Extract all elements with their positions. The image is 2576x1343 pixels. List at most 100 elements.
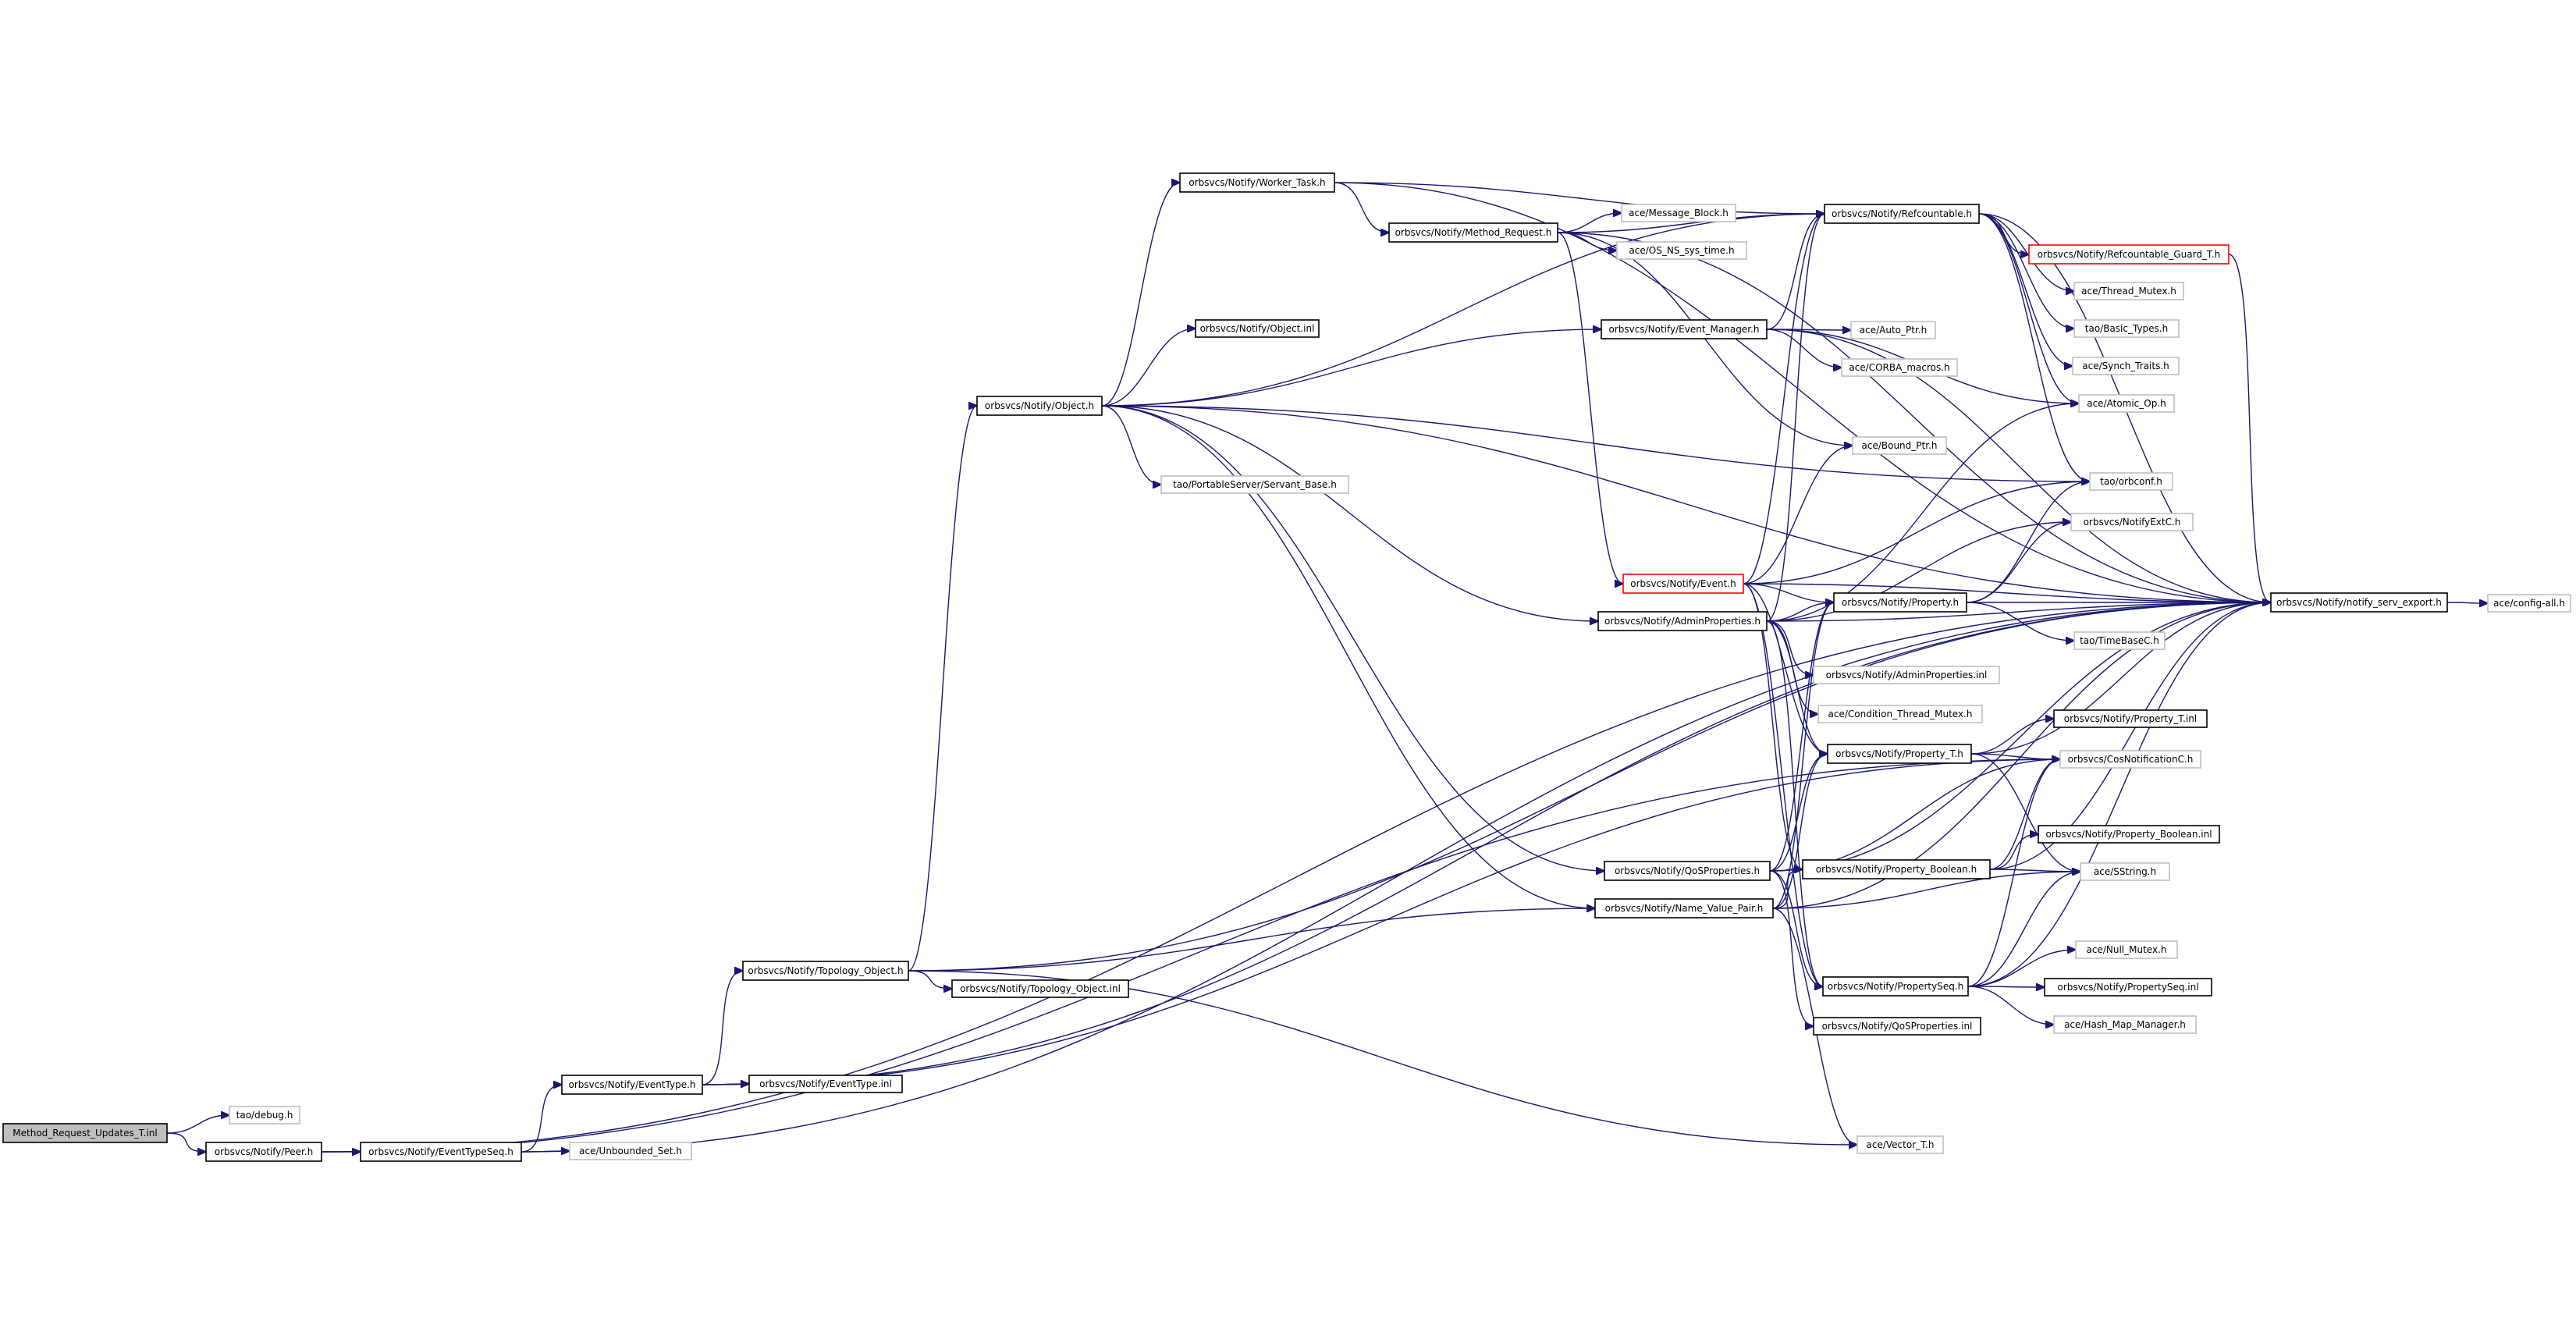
- node-label: tao/orbconf.h: [2100, 476, 2162, 487]
- edge-object-to-worker: [1101, 183, 1180, 407]
- node-etype[interactable]: orbsvcs/Notify/EventType.h: [561, 1075, 703, 1095]
- node-box: [1604, 861, 1771, 881]
- node-peer[interactable]: orbsvcs/Notify/Peer.h: [205, 1142, 322, 1162]
- edge-qosprop-to-propseq: [1769, 870, 1823, 986]
- edge-topo-to-nvp: [908, 908, 1595, 972]
- node-box: [1179, 172, 1335, 193]
- edge-adminprop-to-propseq: [1766, 620, 1823, 986]
- node-label: orbsvcs/Notify/Property_T.inl: [2064, 713, 2197, 724]
- edge-refc-to-threadmutex: [1978, 213, 2074, 291]
- node-propt[interactable]: orbsvcs/Notify/Property_T.h: [1827, 744, 1972, 764]
- edge-worker-to-methreq: [1334, 182, 1389, 233]
- node-box: [2089, 472, 2173, 491]
- node-hashmap[interactable]: ace/Hash_Map_Manager.h: [2053, 1015, 2197, 1034]
- node-worker[interactable]: orbsvcs/Notify/Worker_Task.h: [1179, 172, 1335, 193]
- node-prop[interactable]: orbsvcs/Notify/Property.h: [1833, 592, 1967, 613]
- edge-refguard-to-servexport: [2228, 254, 2271, 602]
- node-proptinl[interactable]: orbsvcs/Notify/Property_T.inl: [2053, 709, 2208, 728]
- node-propseqinl[interactable]: orbsvcs/Notify/PropertySeq.inl: [2044, 978, 2212, 997]
- edge-prop-to-timebase: [1966, 602, 2074, 641]
- node-box: [2038, 825, 2220, 844]
- node-threadmutex[interactable]: ace/Thread_Mutex.h: [2073, 282, 2184, 300]
- node-propseq[interactable]: orbsvcs/Notify/PropertySeq.h: [1822, 976, 1969, 997]
- node-label: orbsvcs/Notify/Property_Boolean.inl: [2045, 829, 2212, 840]
- node-servexport[interactable]: orbsvcs/Notify/notify_serv_export.h: [2270, 592, 2448, 613]
- edge-etype-to-cosnotif: [702, 759, 2060, 1085]
- node-box: [2075, 940, 2178, 959]
- node-vectort[interactable]: ace/Vector_T.h: [1856, 1135, 1944, 1154]
- node-condmutex[interactable]: ace/Condition_Thread_Mutex.h: [1817, 705, 1983, 723]
- node-box: [1601, 319, 1768, 339]
- node-cosnotif[interactable]: orbsvcs/CosNotificationC.h: [2059, 750, 2201, 769]
- node-configall[interactable]: ace/config-all.h: [2487, 594, 2571, 613]
- node-box: [229, 1106, 300, 1124]
- node-propbool[interactable]: orbsvcs/Notify/Property_Boolean.h: [1802, 859, 1991, 879]
- node-adminprop[interactable]: orbsvcs/Notify/AdminProperties.h: [1597, 611, 1768, 631]
- node-sstring[interactable]: ace/SString.h: [2080, 862, 2170, 881]
- edge-object-to-servant: [1101, 405, 1161, 485]
- edge-nvp-to-servexport: [1772, 602, 2271, 909]
- node-etypeinl[interactable]: orbsvcs/Notify/EventType.inl: [748, 1075, 903, 1093]
- node-evmgr[interactable]: orbsvcs/Notify/Event_Manager.h: [1601, 319, 1768, 339]
- node-synch[interactable]: ace/Synch_Traits.h: [2072, 357, 2180, 375]
- node-box: [1802, 859, 1991, 879]
- node-basictypes[interactable]: tao/Basic_Types.h: [2073, 319, 2180, 338]
- node-timebase[interactable]: tao/TimeBaseC.h: [2073, 631, 2166, 650]
- node-root[interactable]: Method_Request_Updates_T.inl: [2, 1123, 168, 1143]
- node-refguard[interactable]: orbsvcs/Notify/Refcountable_Guard_T.h: [2028, 244, 2230, 265]
- node-box: [2044, 978, 2212, 997]
- node-debug[interactable]: tao/debug.h: [229, 1106, 300, 1124]
- edge-adminprop-to-refc: [1766, 214, 1825, 622]
- node-msgblock[interactable]: ace/Message_Block.h: [1621, 204, 1736, 222]
- node-autoptr[interactable]: ace/Auto_Ptr.h: [1850, 321, 1936, 339]
- node-notifyextc[interactable]: orbsvcs/NotifyExtC.h: [2070, 513, 2194, 531]
- node-label: orbsvcs/Notify/Object.h: [985, 400, 1094, 411]
- edge-worker-to-servexport: [1334, 182, 2271, 602]
- node-box: [1622, 574, 1744, 594]
- node-orbconf[interactable]: tao/orbconf.h: [2089, 472, 2173, 491]
- node-topo[interactable]: orbsvcs/Notify/Topology_Object.h: [742, 961, 909, 981]
- edge-nvp-to-propt: [1772, 754, 1828, 909]
- node-nullmutex[interactable]: ace/Null_Mutex.h: [2075, 940, 2178, 959]
- node-object[interactable]: orbsvcs/Notify/Object.h: [976, 396, 1103, 416]
- node-ostime[interactable]: ace/OS_NS_sys_time.h: [1616, 241, 1747, 260]
- node-servant[interactable]: tao/PortableServer/Servant_Base.h: [1160, 475, 1349, 494]
- node-event[interactable]: orbsvcs/Notify/Event.h: [1622, 574, 1744, 594]
- node-propboolinl[interactable]: orbsvcs/Notify/Property_Boolean.inl: [2038, 825, 2220, 844]
- edge-peer-to-servexport: [321, 602, 2271, 1153]
- edge-object-to-nvp: [1101, 405, 1595, 908]
- edge-etseq-to-etype: [521, 1085, 562, 1153]
- node-etseq[interactable]: orbsvcs/Notify/EventTypeSeq.h: [360, 1142, 522, 1162]
- node-label: orbsvcs/Notify/Refcountable_Guard_T.h: [2038, 249, 2221, 260]
- node-adminpropinl[interactable]: orbsvcs/Notify/AdminProperties.inl: [1813, 666, 2000, 684]
- node-label: orbsvcs/Notify/EventTypeSeq.h: [368, 1146, 513, 1157]
- edge-adminprop-to-adminpropinl: [1766, 620, 1814, 675]
- node-label: tao/Basic_Types.h: [2085, 323, 2168, 334]
- node-objinl[interactable]: orbsvcs/Notify/Object.inl: [1195, 319, 1320, 338]
- node-unbset[interactable]: ace/Unbounded_Set.h: [569, 1142, 692, 1160]
- node-label: orbsvcs/Notify/QoSProperties.h: [1615, 865, 1760, 876]
- node-topoinl[interactable]: orbsvcs/Notify/Topology_Object.inl: [951, 979, 1129, 998]
- node-layer: Method_Request_Updates_T.inl tao/debug.h o…: [2, 172, 2571, 1162]
- node-boundptr[interactable]: ace/Bound_Ptr.h: [1852, 436, 1947, 455]
- node-label: orbsvcs/Notify/Event.h: [1630, 578, 1736, 589]
- edge-nvp-to-sstring: [1772, 872, 2080, 909]
- node-label: orbsvcs/Notify/notify_serv_export.h: [2276, 597, 2442, 608]
- node-nvp[interactable]: orbsvcs/Notify/Name_Value_Pair.h: [1594, 898, 1774, 918]
- edge-event-to-propseq: [1743, 583, 1823, 986]
- node-methreq[interactable]: orbsvcs/Notify/Method_Request.h: [1388, 222, 1558, 243]
- node-label: orbsvcs/Notify/Peer.h: [215, 1146, 313, 1157]
- node-box: [2028, 244, 2230, 265]
- edge-peer-to-cosnotif: [321, 759, 2060, 1153]
- edge-etype-to-servexport: [702, 602, 2271, 1085]
- node-box: [1824, 204, 1980, 224]
- node-box: [1850, 321, 1936, 339]
- node-qosprop[interactable]: orbsvcs/Notify/QoSProperties.h: [1604, 861, 1771, 881]
- edge-servexport-to-configall: [2446, 602, 2488, 603]
- node-qospropinl[interactable]: orbsvcs/Notify/QoSProperties.inl: [1813, 1017, 1981, 1036]
- node-refc[interactable]: orbsvcs/Notify/Refcountable.h: [1824, 204, 1980, 224]
- node-atomic[interactable]: ace/Atomic_Op.h: [2078, 394, 2175, 413]
- node-corbamac[interactable]: ace/CORBA_macros.h: [1841, 358, 1958, 377]
- node-label: orbsvcs/Notify/EventType.h: [568, 1079, 695, 1090]
- node-box: [1594, 898, 1774, 918]
